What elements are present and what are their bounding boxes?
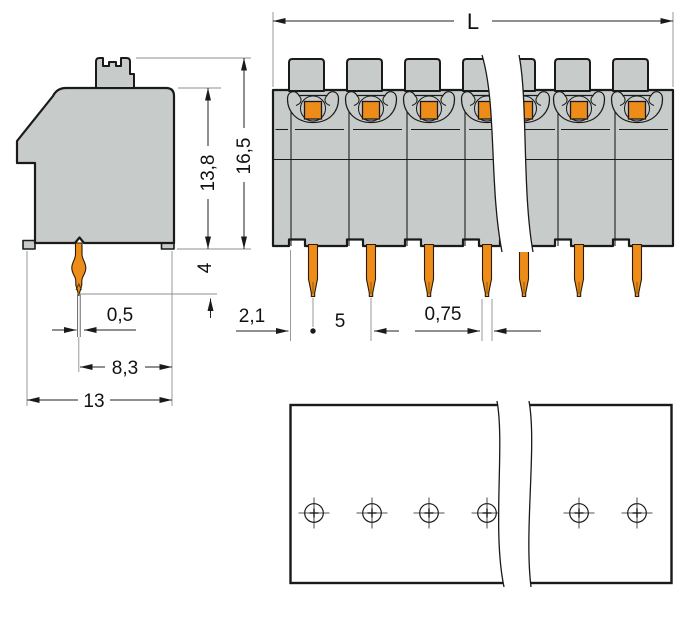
- side-view: [15, 57, 176, 337]
- break-symbol-front: [481, 54, 534, 253]
- dim-pitch-label: 5: [335, 311, 346, 332]
- front-view: L: [271, 9, 675, 341]
- dim-total-height-label: 16,5: [234, 138, 255, 175]
- dim-length-label: L: [467, 9, 479, 34]
- pin-tip-seam: [75, 282, 82, 291]
- latch-tabs: [288, 58, 649, 92]
- dim-depth-label: 13: [83, 391, 104, 412]
- dim-pitch-origin-dot: [310, 328, 316, 334]
- solder-pins: [307, 243, 643, 298]
- break-symbol-pcb: [496, 400, 533, 588]
- dim-housing-height-label: 13,8: [198, 155, 219, 192]
- side-housing: [15, 86, 176, 245]
- dim-pin-length-label: 4: [195, 262, 216, 273]
- pcb-outline: [289, 403, 673, 585]
- pcb-drilling-plan: [289, 400, 673, 588]
- side-foot-left: [22, 239, 36, 250]
- dim-pin-to-front-label: 8,3: [112, 358, 138, 379]
- side-solder-pin: [71, 242, 87, 297]
- dim-end-to-pin-label: 2,1: [239, 306, 265, 327]
- dim-pin-width-label: 0,75: [425, 304, 462, 325]
- side-latch-tab: [95, 57, 135, 89]
- front-bottom-dimensions: 5 0,75: [310, 298, 541, 341]
- dim-blade-thickness-label: 0,5: [107, 305, 133, 326]
- side-view-dimensions: 13,8 16,5 4 0,5 8,3 13 2,1: [26, 57, 291, 412]
